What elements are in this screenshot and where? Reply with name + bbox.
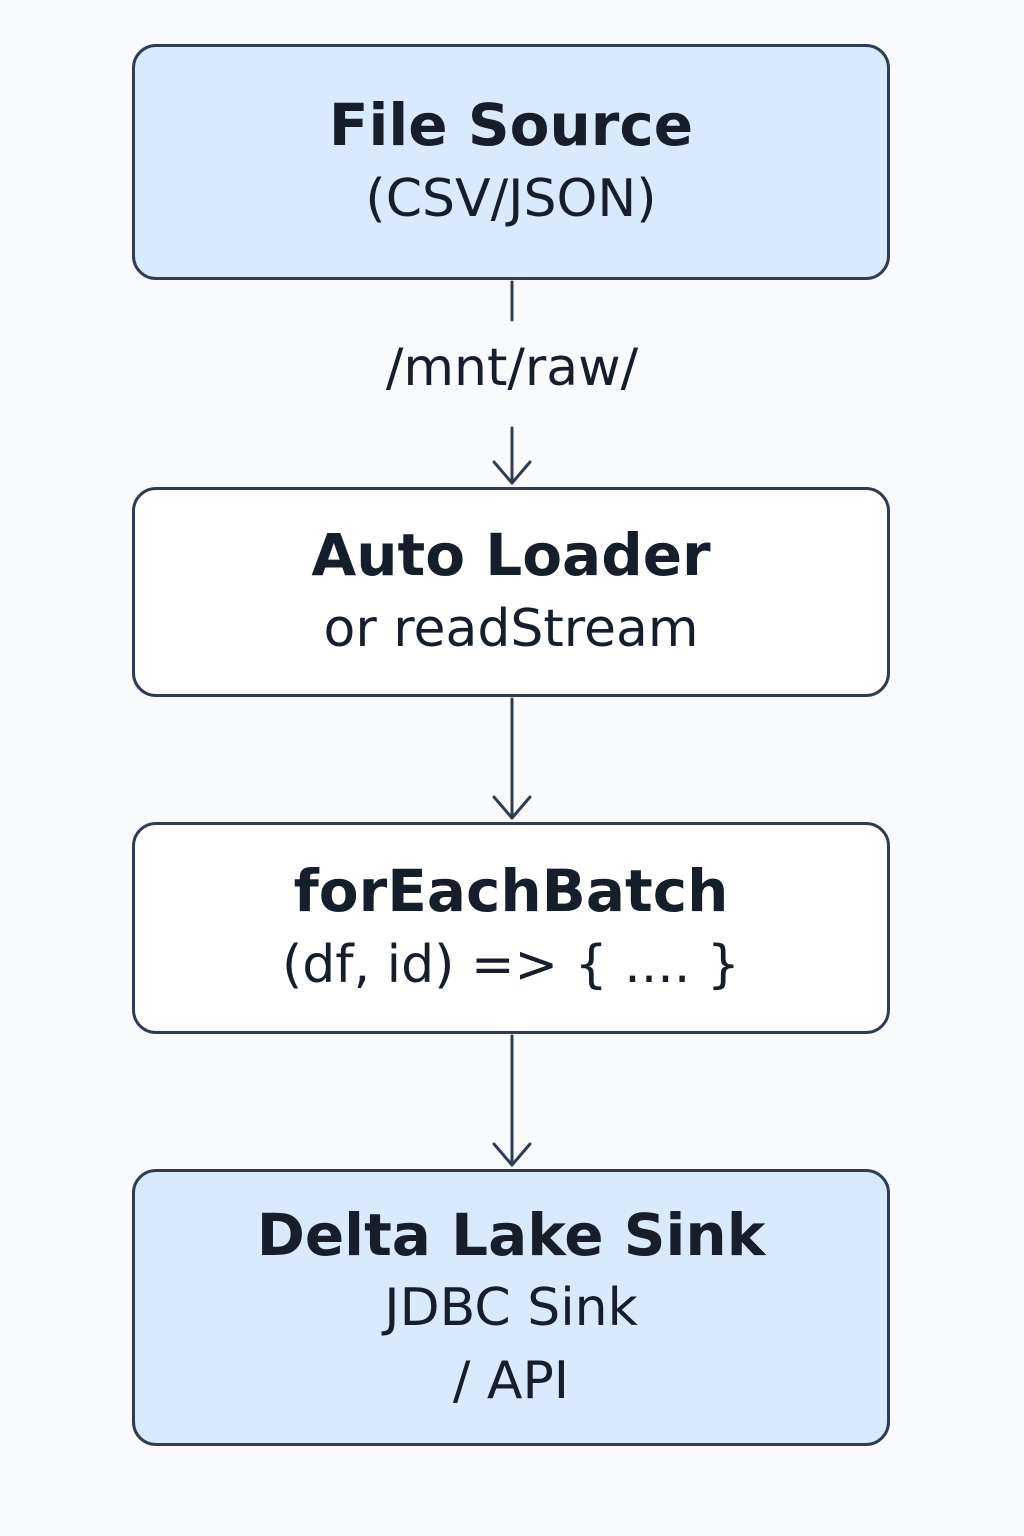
node-sink: Delta Lake Sink JDBC Sink / API [132, 1169, 890, 1446]
node-subtitle: (df, id) => { .... } [282, 934, 740, 995]
arrowhead [492, 1142, 532, 1167]
node-title: Delta Lake Sink [256, 1200, 766, 1269]
node-title: forEachBatch [293, 857, 729, 926]
node-file-source: File Source (CSV/JSON) [132, 44, 890, 280]
node-foreach-batch: forEachBatch (df, id) => { .... } [132, 822, 890, 1034]
node-title: File Source [328, 91, 694, 160]
edge-auto-loader-to-foreach-batch [492, 697, 532, 820]
node-title: Auto Loader [311, 521, 711, 590]
arrowhead [492, 460, 532, 485]
arrowhead [492, 795, 532, 820]
node-auto-loader: Auto Loader or readStream [132, 487, 890, 697]
edge-label-mnt-raw: /mnt/raw/ [385, 338, 639, 398]
node-subtitle: / API [452, 1350, 570, 1411]
node-subtitle: or readStream [323, 598, 699, 659]
edge-foreach-batch-to-sink [492, 1034, 532, 1167]
node-subtitle: (CSV/JSON) [365, 168, 657, 229]
node-subtitle: JDBC Sink [384, 1277, 638, 1338]
